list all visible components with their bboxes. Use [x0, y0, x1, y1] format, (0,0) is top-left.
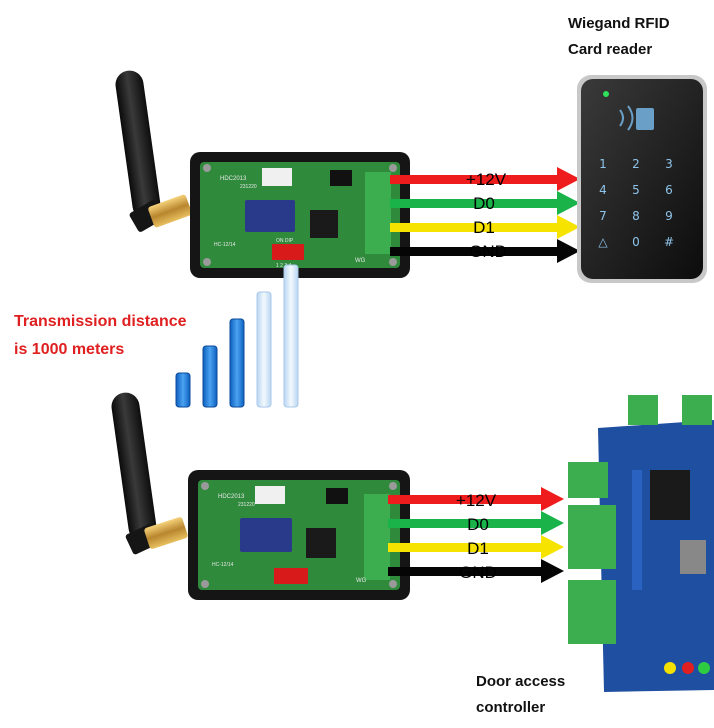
keypad-key: 7: [599, 209, 607, 223]
keypad-key: 3: [665, 157, 673, 171]
bottom-sub-label: 231220: [238, 502, 255, 508]
top-rf-module: HDC2013 231220 HC-12/14 ON DIP 1 2 3 4 W…: [115, 70, 410, 278]
top-hc-label: HC-12/14: [214, 242, 236, 248]
bottom-model-label: HDC2013: [218, 494, 245, 500]
bottom-antenna: [111, 392, 188, 555]
signal-bar: [202, 345, 218, 408]
keypad-key: #: [664, 235, 674, 249]
bottom-wg-label: WG: [356, 578, 367, 584]
distance-line2: is 1000 meters: [14, 341, 125, 358]
signal-bar: [256, 291, 272, 408]
reader-keypad: 1 2 3 4 5 6 7 8 9 △ 0 #: [598, 157, 674, 249]
top-dip-switch: [272, 244, 304, 260]
top-wires: +12V D0 D1 GND: [390, 167, 580, 263]
keypad-key: 5: [632, 183, 640, 197]
signal-bar: [283, 264, 299, 408]
controller-terminal-1: [568, 462, 608, 498]
controller-terminal-3: [568, 580, 616, 644]
top-dip-nums: 1 2 3 4: [276, 263, 292, 269]
top-model-label: HDC2013: [220, 176, 247, 182]
bottom-wire-d0: D0: [388, 511, 564, 535]
top-wire-d1: D1: [390, 215, 580, 239]
keypad-key: 8: [632, 209, 640, 223]
bottom-wire-12v-label: +12V: [456, 491, 497, 510]
top-wire-12v: +12V: [390, 167, 580, 191]
rfid-card-reader: 1 2 3 4 5 6 7 8 9 △ 0 #: [577, 75, 707, 283]
controller-title-line1: Door access: [476, 673, 566, 690]
keypad-key: 1: [599, 157, 607, 171]
top-wire-d0: D0: [390, 191, 580, 215]
bottom-wire-gnd: GND: [388, 559, 564, 583]
distance-line1: Transmission distance: [14, 313, 187, 330]
bottom-wire-gnd-label: GND: [459, 563, 497, 582]
top-wire-gnd-label: GND: [469, 242, 507, 261]
bottom-wire-d1: D1: [388, 535, 564, 559]
top-terminal-block: [365, 172, 391, 254]
top-wire-12v-label: +12V: [466, 170, 507, 189]
controller-terminal-2: [568, 505, 616, 569]
top-wg-label: WG: [355, 258, 366, 264]
bottom-rf-module: HDC2013 231220 HC-12/14 WG: [111, 392, 410, 600]
bottom-module-pcb: [198, 480, 400, 590]
bottom-wire-12v: +12V: [388, 487, 564, 511]
controller-title-line2: controller: [476, 699, 546, 716]
top-antenna: [115, 70, 192, 232]
keypad-key: △: [598, 235, 608, 249]
bottom-dip-switch: [274, 568, 308, 584]
keypad-key: 9: [665, 209, 673, 223]
signal-bar: [229, 318, 245, 408]
door-access-controller-board: [568, 395, 714, 692]
card-tap-icon: [619, 105, 654, 131]
signal-strength-bars: [175, 264, 299, 408]
reader-title-line2: Card reader: [568, 41, 653, 58]
signal-bar: [175, 372, 191, 408]
bottom-wires: +12V D0 D1 GND: [388, 487, 564, 583]
keypad-key: 6: [665, 183, 673, 197]
keypad-key: 2: [632, 157, 640, 171]
reader-led: [603, 91, 609, 97]
top-wire-gnd: GND: [390, 239, 580, 263]
keypad-key: 0: [632, 235, 640, 249]
bottom-hc-label: HC-12/14: [212, 562, 234, 568]
top-wire-d0-label: D0: [473, 194, 495, 213]
top-module-pcb: [200, 162, 400, 268]
reader-title-line1: Wiegand RFID: [568, 15, 670, 32]
top-sub-label: 231220: [240, 184, 257, 190]
top-wire-d1-label: D1: [473, 218, 495, 237]
bottom-wire-d1-label: D1: [467, 539, 489, 558]
top-dip-label: ON DIP: [276, 238, 294, 244]
keypad-key: 4: [599, 183, 607, 197]
bottom-wire-d0-label: D0: [467, 515, 489, 534]
bottom-terminal-block: [364, 494, 390, 580]
